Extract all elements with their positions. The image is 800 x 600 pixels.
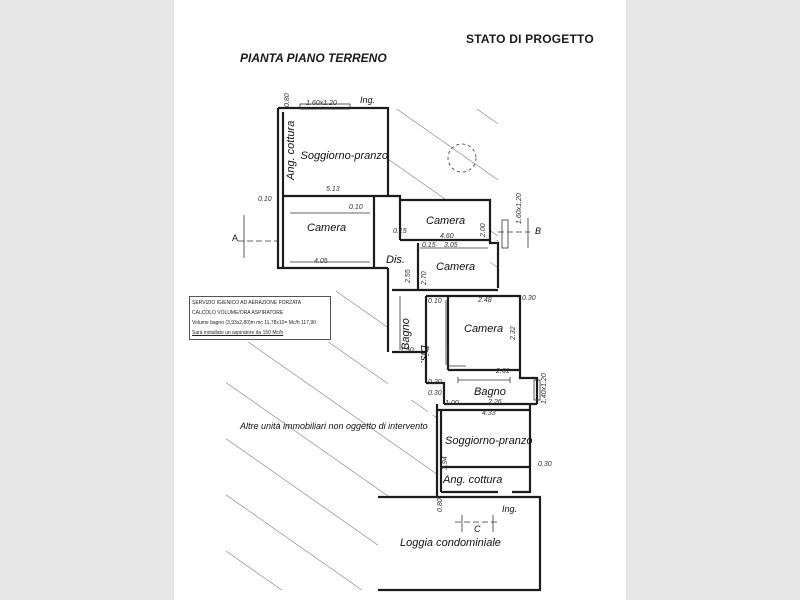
dimension-label: 0.20	[428, 379, 442, 386]
dimension-label: 2.26	[488, 399, 502, 406]
dimension-label: 2.61	[496, 368, 510, 375]
note-line-2: CALCOLO VOLUME/ORA ASPIRATORE	[192, 310, 284, 316]
room-label-camera-2: Camera	[426, 215, 466, 227]
dimension-label: 2.55	[405, 269, 412, 283]
hatched-area-top-right	[388, 109, 498, 240]
room-label-camera-3: Camera	[436, 261, 476, 273]
room-label-loggia: Loggia condominiale	[400, 537, 501, 549]
other-units-label: Altre unità immobiliari non oggetto di i…	[240, 421, 428, 431]
room-label-bagno-1: Bagno	[400, 318, 412, 350]
plan-title: PIANTA PIANO TERRENO	[240, 51, 387, 65]
room-label-camera-1: Camera	[307, 222, 347, 234]
room-label-camera-4: Camera	[464, 323, 504, 335]
note-line-4: Sarà installato un aspiratore da 150 Mc/…	[192, 330, 284, 336]
entrance-label-top: Ing.	[360, 95, 376, 105]
room-label-bagno-2: Bagno	[474, 386, 506, 398]
dimension-label: 0.10	[349, 204, 363, 211]
section-marker-b: B	[535, 226, 542, 236]
dimension-label: 0.30	[428, 390, 442, 397]
sheet-title: STATO DI PROGETTO	[466, 32, 594, 46]
dimension-label: 3.94	[442, 456, 449, 470]
dimension-label: 0.15	[393, 228, 407, 235]
walls	[276, 106, 542, 592]
ventilation-note-box: SERVIZIO IGIENICO AD AERAZIONE FORZATA C…	[189, 296, 331, 340]
dimension-label: 4.33	[482, 410, 496, 417]
dimension-label: 0.10	[428, 298, 442, 305]
entrance-label-bottom: Ing.	[502, 504, 518, 514]
dimension-label: 0.15	[422, 242, 436, 249]
dimension-label: 1.60x1.20	[306, 100, 337, 107]
dimension-label: 0.80	[284, 93, 291, 107]
room-label-soggiorno-top: Soggiorno-pranzo	[300, 150, 388, 162]
dimension-label: 4.05	[314, 258, 328, 265]
dimension-label: 2.32	[510, 326, 517, 340]
dimension-label: 1.00	[445, 400, 459, 407]
note-line-3: Volume bagno (3,93x2,80)m mc 11,78x10= M…	[192, 320, 316, 326]
dimension-label: 1.60x1.20	[516, 193, 523, 224]
dimension-label: 3.05	[444, 242, 458, 249]
section-marker-a: A	[232, 233, 239, 243]
dimension-label: 2.48	[478, 297, 492, 304]
dimension-label: 2.70	[421, 271, 428, 285]
section-marker-c: C	[474, 524, 481, 534]
dimension-label: 0.30	[522, 295, 536, 302]
details	[238, 103, 541, 532]
room-label-dis-2: Dis.	[418, 345, 430, 364]
room-label-ang-cottura-top: Ang. cottura	[285, 120, 297, 180]
dimension-label: 1.40x1.20	[541, 373, 548, 404]
dimension-label: 0.80	[437, 498, 444, 512]
room-label-ang-cottura-bottom: Ang. cottura	[443, 474, 503, 486]
hatched-area-top-right-edge	[490, 240, 498, 285]
note-line-1: SERVIZIO IGIENICO AD AERAZIONE FORZATA	[192, 300, 302, 306]
dimension-label: 2.00	[480, 223, 487, 237]
dimension-label: 5.13	[326, 186, 340, 193]
hatched-area-left	[226, 270, 437, 590]
dimension-label: 1.50	[400, 347, 414, 354]
room-label-dis-1: Dis.	[386, 254, 405, 266]
room-label-soggiorno-bottom: Soggiorno-pranzo	[445, 435, 533, 447]
dimension-label: 0.30	[538, 461, 552, 468]
dimension-label: 0.10	[258, 196, 272, 203]
dimension-label: 4.60	[440, 233, 454, 240]
